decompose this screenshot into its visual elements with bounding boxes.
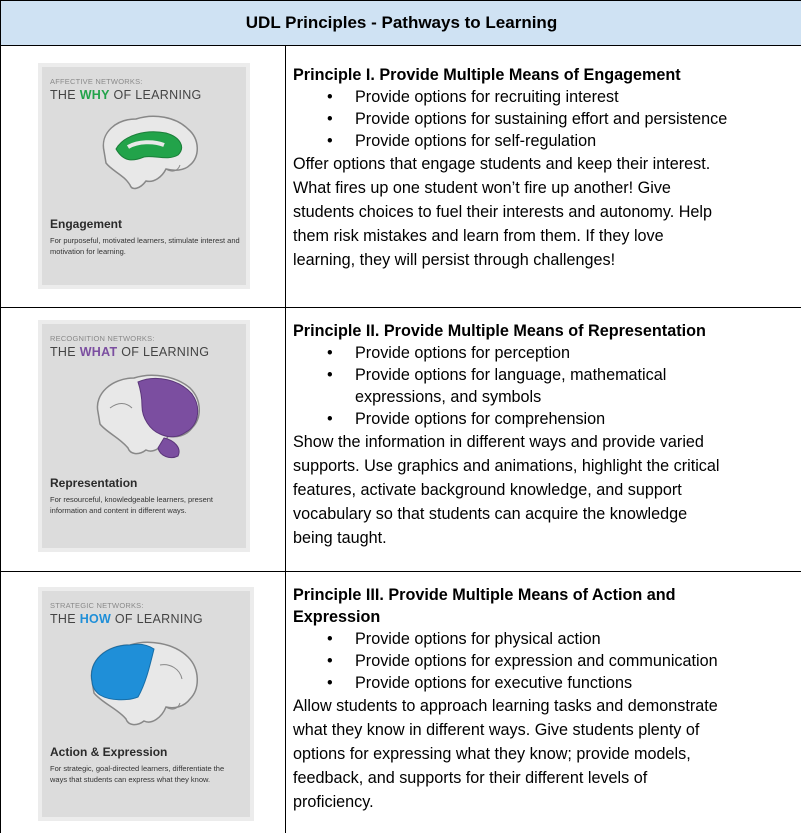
principle-title: Principle III. Provide Multiple Means of… xyxy=(293,586,676,604)
card-description: For purposeful, motivated learners, stim… xyxy=(50,236,240,256)
list-item: Provide options for physical action xyxy=(293,628,801,650)
network-label: RECOGNITION NETWORKS: xyxy=(50,334,155,343)
list-item: Provide options for executive functions xyxy=(293,672,801,694)
network-label: AFFECTIVE NETWORKS: xyxy=(50,77,143,86)
card-description: For strategic, goal-directed learners, d… xyxy=(50,764,225,784)
brain-icon xyxy=(102,115,198,190)
network-label: STRATEGIC NETWORKS: xyxy=(50,601,144,610)
description-line: features, activate background knowledge,… xyxy=(293,481,682,499)
description-line: vocabulary so that students can acquire … xyxy=(293,505,688,523)
table-header: UDL Principles - Pathways to Learning xyxy=(1,0,801,46)
description-line: What fires up one student won’t fire up … xyxy=(293,179,671,197)
description-line: students choices to fuel their interests… xyxy=(293,203,713,221)
representation-card: RECOGNITION NETWORKS: THE WHAT OF LEARNI… xyxy=(38,320,250,552)
table-row-representation: RECOGNITION NETWORKS: THE WHAT OF LEARNI… xyxy=(1,308,801,572)
bullet-list: Provide options for recruiting interest … xyxy=(293,86,801,152)
card-title: Engagement xyxy=(50,217,123,231)
description-line: them risk mistakes and learn from them. … xyxy=(293,227,664,245)
action-expression-card: STRATEGIC NETWORKS: THE HOW OF LEARNING … xyxy=(38,587,254,821)
brain-icon xyxy=(96,374,200,459)
table-row-engagement: AFFECTIVE NETWORKS: THE WHY OF LEARNING … xyxy=(1,46,801,308)
description-line: supports. Use graphics and animations, h… xyxy=(293,457,720,475)
description-line: Show the information in different ways a… xyxy=(293,433,704,451)
engagement-card: AFFECTIVE NETWORKS: THE WHY OF LEARNING … xyxy=(38,63,250,289)
bullet-list: Provide options for physical action Prov… xyxy=(293,628,801,694)
description-line: feedback, and supports for their differe… xyxy=(293,769,648,787)
list-item: Provide options for language, mathematic… xyxy=(293,364,801,408)
learning-heading: THE HOW OF LEARNING xyxy=(50,612,203,626)
bullet-list: Provide options for perception Provide o… xyxy=(293,342,801,430)
description-line: being taught. xyxy=(293,529,387,547)
principle-title-continued: Expression xyxy=(293,608,381,626)
card-title: Representation xyxy=(50,476,138,490)
principle-title: Principle I. Provide Multiple Means of E… xyxy=(293,66,681,84)
representation-card-cell: RECOGNITION NETWORKS: THE WHAT OF LEARNI… xyxy=(1,308,285,571)
principle-title: Principle II. Provide Multiple Means of … xyxy=(293,322,706,340)
action-text-cell: Principle III. Provide Multiple Means of… xyxy=(293,584,801,814)
description-line: Offer options that engage students and k… xyxy=(293,155,711,173)
list-item: Provide options for recruiting interest xyxy=(293,86,801,108)
engagement-text-cell: Principle I. Provide Multiple Means of E… xyxy=(293,64,801,272)
table-title: UDL Principles - Pathways to Learning xyxy=(245,13,558,32)
engagement-card-cell: AFFECTIVE NETWORKS: THE WHY OF LEARNING … xyxy=(1,46,285,307)
column-divider xyxy=(285,46,286,833)
learning-heading: THE WHY OF LEARNING xyxy=(50,88,202,102)
list-item: Provide options for comprehension xyxy=(293,408,801,430)
learning-heading: THE WHAT OF LEARNING xyxy=(50,345,210,359)
action-card-cell: STRATEGIC NETWORKS: THE HOW OF LEARNING … xyxy=(1,572,285,833)
list-item: Provide options for perception xyxy=(293,342,801,364)
card-title: Action & Expression xyxy=(50,745,168,759)
description-line: options for expressing what they know; p… xyxy=(293,745,691,763)
card-description: For resourceful, knowledgeable learners,… xyxy=(50,495,214,515)
list-item: Provide options for expression and commu… xyxy=(293,650,801,672)
description-line: proficiency. xyxy=(293,793,374,811)
description-line: learning, they will persist through chal… xyxy=(293,251,616,269)
list-item: Provide options for sustaining effort an… xyxy=(293,108,801,130)
description-line: Allow students to approach learning task… xyxy=(293,697,718,715)
representation-text-cell: Principle II. Provide Multiple Means of … xyxy=(293,320,801,550)
table-row-action-expression: STRATEGIC NETWORKS: THE HOW OF LEARNING … xyxy=(1,572,801,833)
description-line: what they know in different ways. Give s… xyxy=(293,721,700,739)
list-item: Provide options for self-regulation xyxy=(293,130,801,152)
brain-icon xyxy=(90,641,198,726)
